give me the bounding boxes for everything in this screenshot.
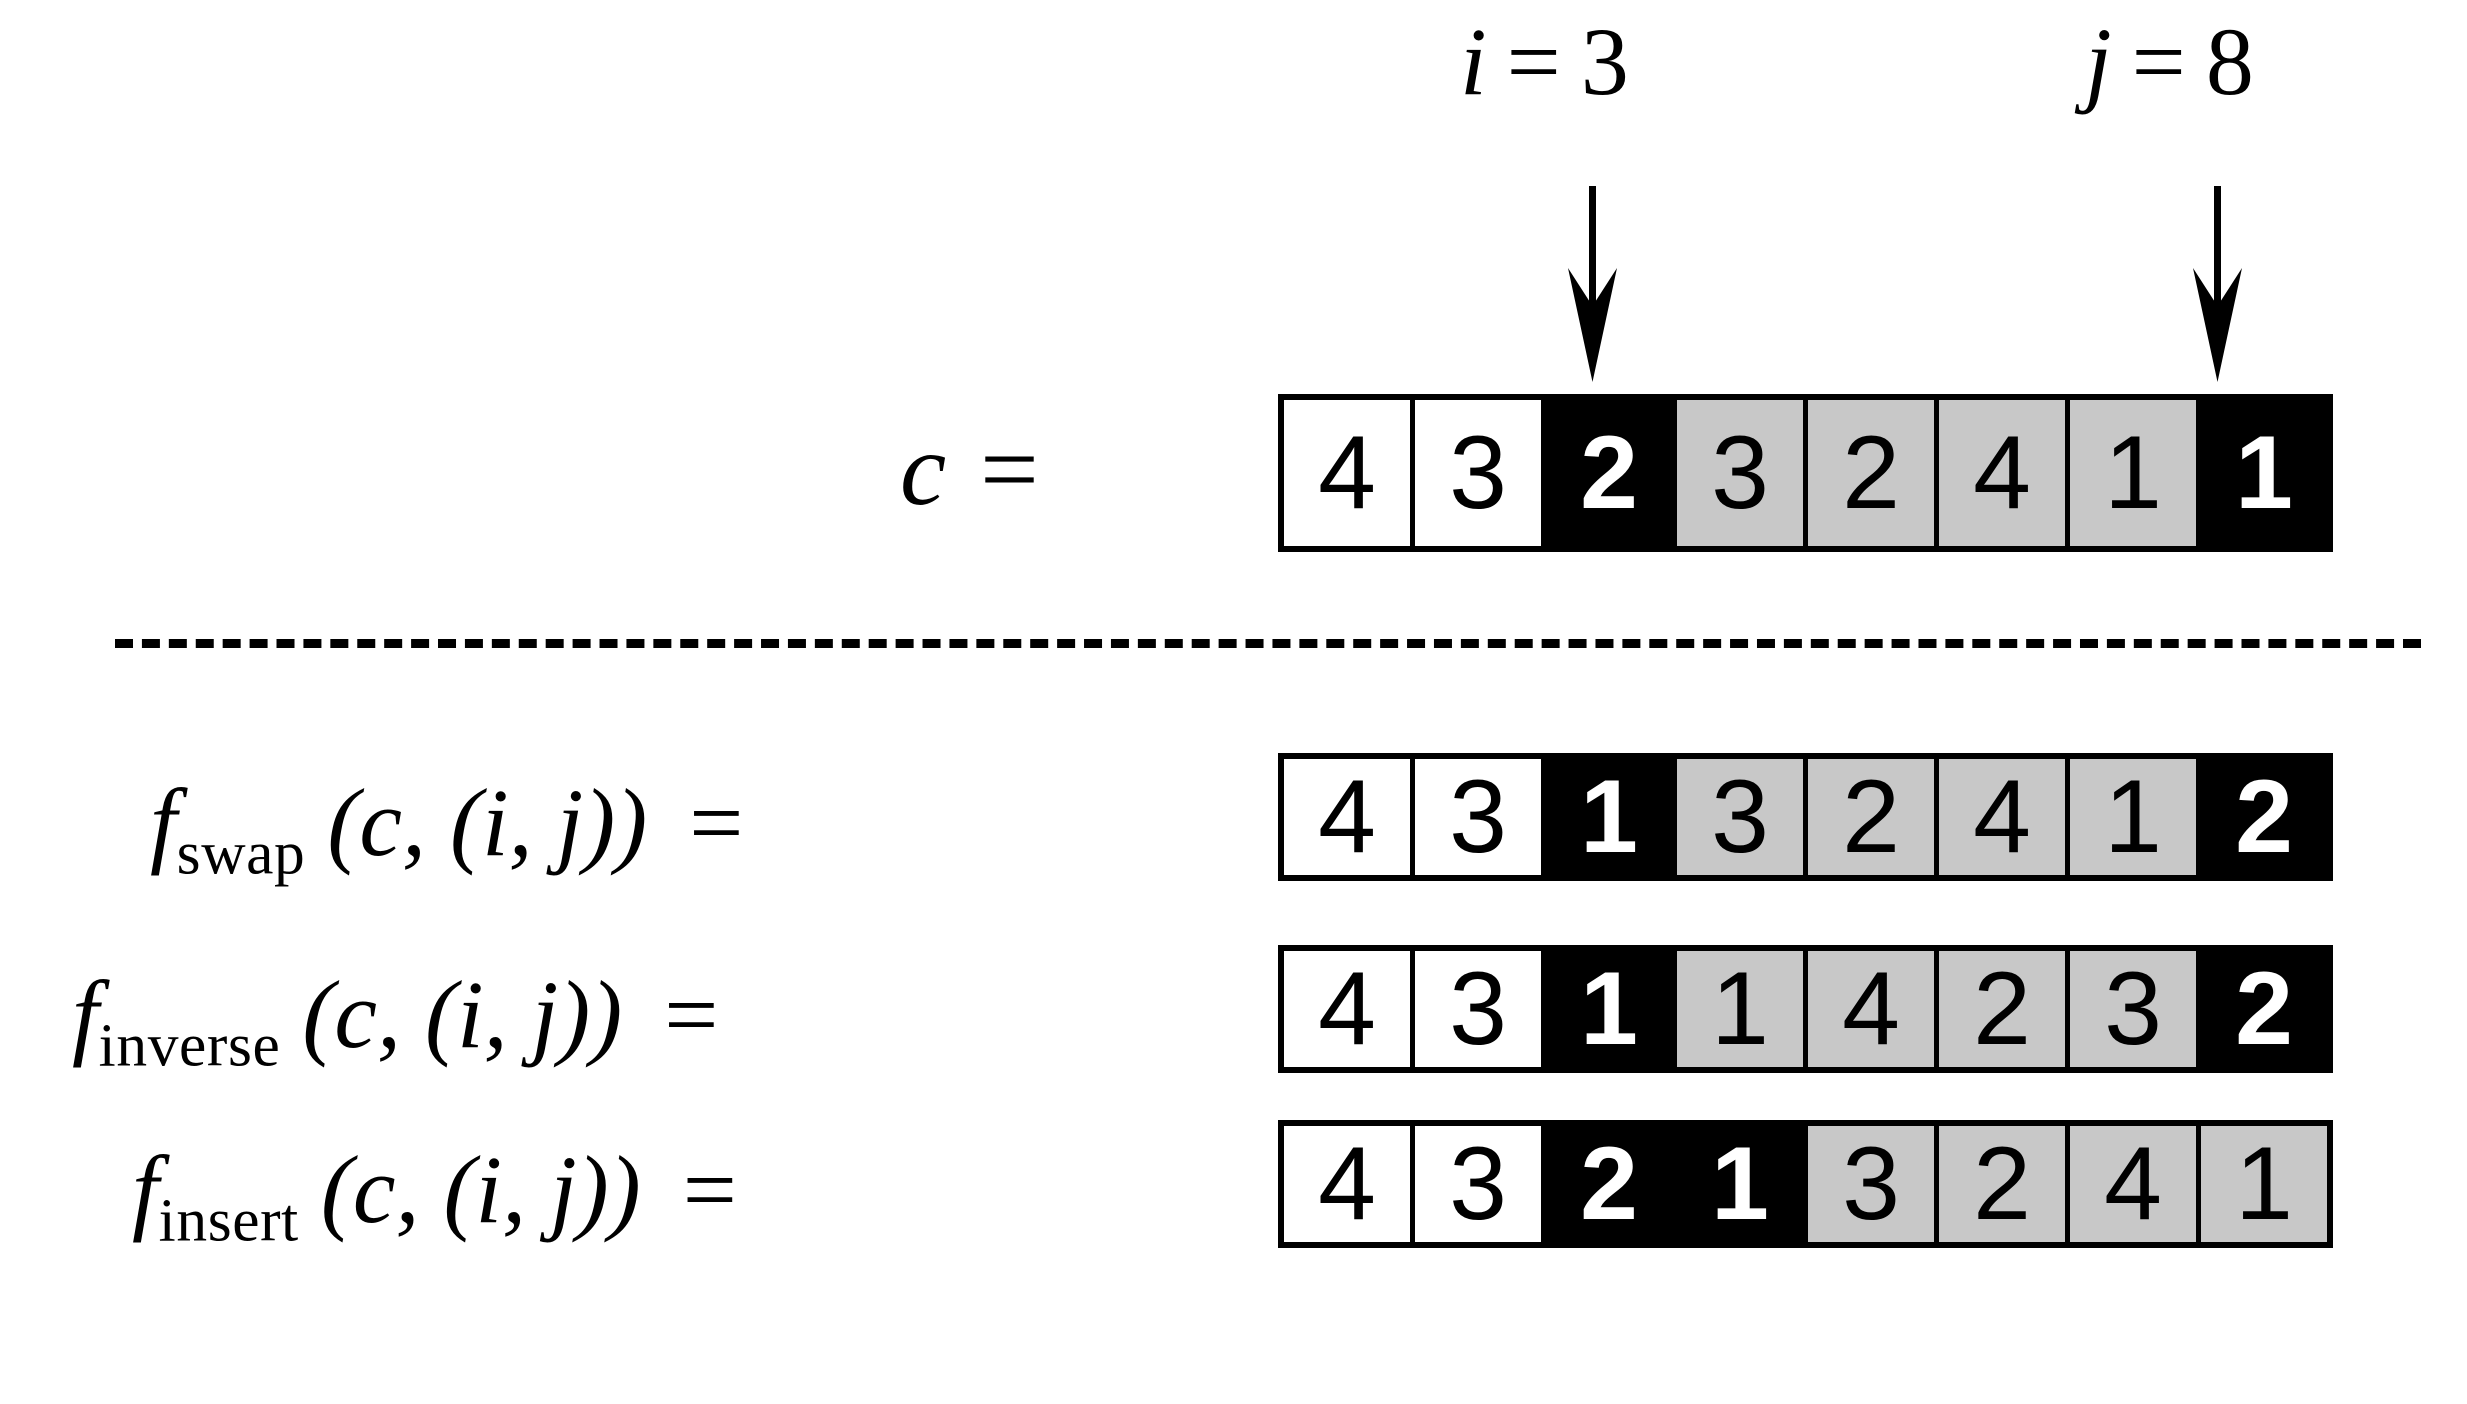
array-cell[interactable]: 2 — [2201, 759, 2327, 875]
array-cell-value: 3 — [1449, 1126, 1507, 1242]
array-cell-value: 2 — [2235, 759, 2293, 875]
annotation-j-equals: = — [2131, 8, 2188, 115]
array-cell[interactable]: 2 — [2201, 951, 2327, 1067]
array-cell[interactable]: 2 — [1939, 951, 2065, 1067]
array-cell-value: 1 — [2104, 415, 2162, 531]
array-cell-value: 4 — [2104, 1126, 2162, 1242]
row-f-swap-function-name: f — [150, 769, 177, 876]
array-cell-value: 4 — [1318, 951, 1376, 1067]
array-cell-value: 4 — [1973, 759, 2031, 875]
annotation-j-value: 8 — [2205, 8, 2256, 115]
array-cell-value: 2 — [2235, 951, 2293, 1067]
row-f-inverse-label: finverse(c, (i, j))= — [72, 967, 718, 1077]
row-c-function-name: c — [900, 412, 947, 527]
array-cell-value: 4 — [1318, 759, 1376, 875]
annotation-i-value: 3 — [1580, 8, 1631, 115]
array-f-insert: 4 3 2 1 3 2 4 1 — [1278, 1120, 2333, 1248]
annotation-i-equals: = — [1506, 8, 1563, 115]
array-cell-value: 2 — [1842, 759, 1900, 875]
array-cell-value: 2 — [1973, 1126, 2031, 1242]
array-cell[interactable]: 2 — [1546, 400, 1672, 546]
row-f-insert-function-name: f — [132, 1136, 159, 1243]
row-f-inverse-subscript: inverse — [98, 1011, 281, 1080]
row-f-swap-arguments: (c, (i, j)) — [327, 769, 648, 876]
array-cell[interactable]: 3 — [1808, 1126, 1934, 1242]
array-cell-value: 1 — [1711, 951, 1769, 1067]
array-cell[interactable]: 4 — [1939, 400, 2065, 546]
array-cell-value: 1 — [2235, 1126, 2293, 1242]
array-cell-value: 1 — [1580, 951, 1638, 1067]
array-cell[interactable]: 4 — [1284, 400, 1410, 546]
arrow-down-icon-i — [1565, 186, 1621, 382]
array-cell-value: 4 — [1973, 415, 2031, 531]
array-cell-value: 2 — [1580, 415, 1638, 531]
row-c-label: c= — [900, 418, 1039, 522]
array-f-swap: 4 3 1 3 2 4 1 2 — [1278, 753, 2333, 881]
array-cell-value: 4 — [1318, 415, 1376, 531]
array-cell[interactable]: 1 — [2201, 400, 2327, 546]
array-cell-value: 2 — [1973, 951, 2031, 1067]
array-c: 4 3 2 3 2 4 1 1 — [1278, 394, 2333, 552]
array-f-inverse: 4 3 1 1 4 2 3 2 — [1278, 945, 2333, 1073]
array-cell[interactable]: 4 — [2070, 1126, 2196, 1242]
array-cell[interactable]: 1 — [2070, 400, 2196, 546]
arrow-down-icon-j — [2190, 186, 2246, 382]
annotation-j-label: j=8 — [2085, 14, 2256, 110]
array-cell-value: 3 — [1449, 759, 1507, 875]
row-f-insert-arguments: (c, (i, j)) — [320, 1136, 641, 1243]
array-cell[interactable]: 4 — [1939, 759, 2065, 875]
array-cell[interactable]: 1 — [1677, 1126, 1803, 1242]
row-f-insert-equals: = — [682, 1136, 737, 1243]
array-cell-value: 3 — [1711, 415, 1769, 531]
array-cell-value: 3 — [1711, 759, 1769, 875]
row-f-swap-label: fswap(c, (i, j))= — [150, 775, 743, 885]
row-f-swap-equals: = — [689, 769, 744, 876]
array-cell-value: 3 — [1842, 1126, 1900, 1242]
array-cell-value: 3 — [1449, 951, 1507, 1067]
array-cell[interactable]: 2 — [1546, 1126, 1672, 1242]
array-cell[interactable]: 3 — [2070, 951, 2196, 1067]
row-f-insert-label: finsert(c, (i, j))= — [132, 1142, 737, 1252]
row-c-equals: = — [980, 412, 1039, 527]
array-cell[interactable]: 3 — [1677, 759, 1803, 875]
section-divider — [115, 639, 2421, 648]
array-cell-value: 4 — [1842, 951, 1900, 1067]
array-cell[interactable]: 4 — [1284, 951, 1410, 1067]
array-cell[interactable]: 1 — [1677, 951, 1803, 1067]
array-cell[interactable]: 2 — [1939, 1126, 2065, 1242]
row-f-inverse-function-name: f — [72, 961, 99, 1068]
array-cell[interactable]: 1 — [2070, 759, 2196, 875]
annotation-j-variable: j — [2085, 8, 2114, 115]
array-cell[interactable]: 2 — [1808, 400, 1934, 546]
array-cell[interactable]: 1 — [1546, 759, 1672, 875]
array-cell[interactable]: 3 — [1677, 400, 1803, 546]
array-cell[interactable]: 4 — [1284, 1126, 1410, 1242]
array-cell[interactable]: 3 — [1415, 1126, 1541, 1242]
row-f-swap-subscript: swap — [176, 819, 306, 888]
array-cell[interactable]: 3 — [1415, 400, 1541, 546]
array-cell-value: 2 — [1842, 415, 1900, 531]
array-cell[interactable]: 4 — [1284, 759, 1410, 875]
array-cell-value: 2 — [1580, 1126, 1638, 1242]
array-cell-value: 1 — [1580, 759, 1638, 875]
array-cell[interactable]: 1 — [2201, 1126, 2327, 1242]
array-cell[interactable]: 2 — [1808, 759, 1934, 875]
array-cell-value: 3 — [1449, 415, 1507, 531]
array-cell-value: 4 — [1318, 1126, 1376, 1242]
row-f-inverse-equals: = — [664, 961, 719, 1068]
array-cell-value: 1 — [2104, 759, 2162, 875]
row-f-insert-subscript: insert — [158, 1186, 299, 1255]
array-cell[interactable]: 3 — [1415, 759, 1541, 875]
array-cell-value: 1 — [1711, 1126, 1769, 1242]
row-f-inverse-arguments: (c, (i, j)) — [302, 961, 623, 1068]
array-cell[interactable]: 4 — [1808, 951, 1934, 1067]
array-cell-value: 1 — [2235, 415, 2293, 531]
annotation-i-variable: i — [1460, 8, 1489, 115]
array-cell-value: 3 — [2104, 951, 2162, 1067]
array-cell[interactable]: 1 — [1546, 951, 1672, 1067]
array-cell[interactable]: 3 — [1415, 951, 1541, 1067]
annotation-i-label: i=3 — [1460, 14, 1631, 110]
